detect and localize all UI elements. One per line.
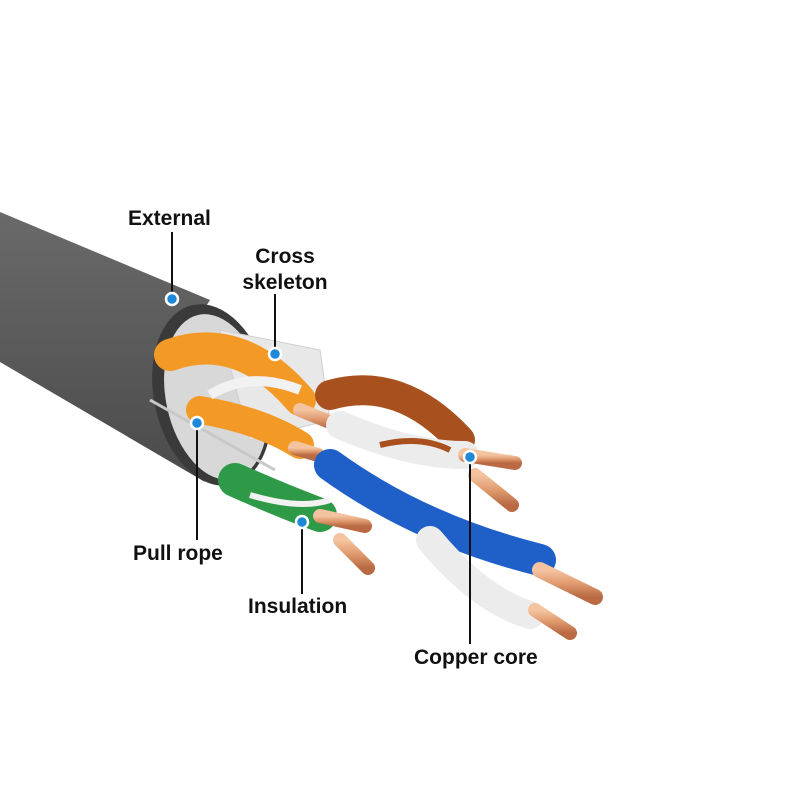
label-external: External bbox=[128, 207, 211, 230]
copper-core-marker bbox=[462, 449, 478, 465]
label-cross-skeleton-line2: skeleton bbox=[242, 271, 328, 294]
pull-rope-marker bbox=[189, 415, 205, 431]
external-marker bbox=[164, 291, 180, 307]
pull-rope bbox=[149, 398, 276, 472]
label-pull-rope: Pull rope bbox=[133, 542, 223, 565]
label-copper-core: Copper core bbox=[414, 646, 538, 669]
insulation-marker bbox=[294, 514, 310, 530]
brown-wire bbox=[315, 375, 475, 455]
cross-skeleton-marker bbox=[267, 346, 283, 362]
label-cross-skeleton: Cross skeleton bbox=[236, 244, 334, 296]
blue-wire bbox=[314, 449, 556, 576]
green-wire bbox=[218, 463, 337, 532]
label-cross-skeleton-line1: Cross bbox=[255, 245, 315, 268]
label-insulation: Insulation bbox=[248, 595, 348, 618]
